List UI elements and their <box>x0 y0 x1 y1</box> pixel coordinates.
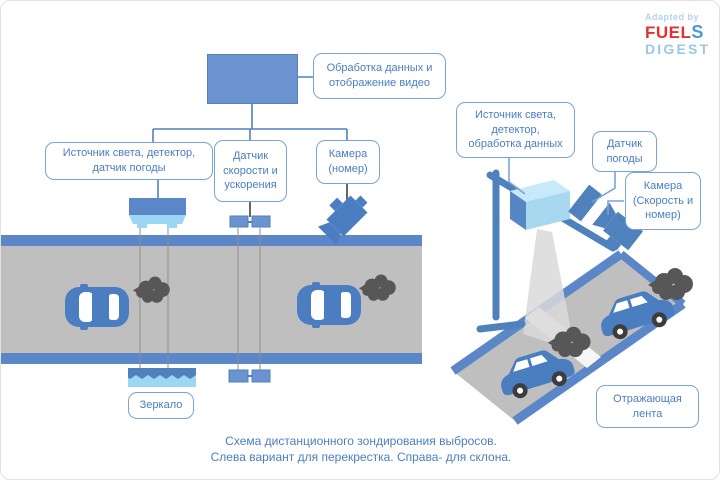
fuels-digest-logo: Adapted by FUELS DIGEST <box>645 12 711 57</box>
left-camera-label: Камера (номер) <box>316 140 380 184</box>
speed-sensors-bottom <box>228 369 271 383</box>
detector-box <box>510 180 570 230</box>
reflective-tape-label: Отражающая лента <box>596 385 699 428</box>
device-drop-lines <box>249 184 348 217</box>
flowchart-connectors <box>152 76 348 198</box>
logo-line2: DIGEST <box>645 41 711 57</box>
left-camera-icon <box>318 195 368 245</box>
right-camera-label: Камера (Скорость и номер) <box>625 172 701 230</box>
diagram-caption: Схема дистанционного зондирования выброс… <box>210 434 512 464</box>
weather-sensor-label: Датчик погоды <box>592 131 657 172</box>
left-car-1 <box>65 284 129 330</box>
speed-sensor-label: Датчик скорости и ускорения <box>214 140 287 202</box>
left-car-2 <box>297 282 361 328</box>
left-source-label: Источник света, детектор, датчик погоды <box>45 142 213 180</box>
mirror-device <box>128 368 196 387</box>
adapted-by-text: Adapted by <box>645 12 700 22</box>
logo-s-icon: S <box>691 22 704 42</box>
weather-sensor-device <box>568 184 602 222</box>
right-camera-icon <box>592 202 643 251</box>
logo-line1: FUELS <box>645 22 704 42</box>
right-label-connectors <box>508 158 624 215</box>
right-source-label: Источник света, детектор, обработка данн… <box>456 102 575 158</box>
speed-sensors-top <box>229 215 271 228</box>
sensor-wires <box>237 228 261 371</box>
processing-unit-box <box>207 54 298 104</box>
light-beam-cone <box>523 229 575 351</box>
light-source-device <box>129 198 186 228</box>
mirror-label: Зеркало <box>128 392 194 419</box>
processing-label: Обработка данных и отображение видео <box>313 53 446 99</box>
